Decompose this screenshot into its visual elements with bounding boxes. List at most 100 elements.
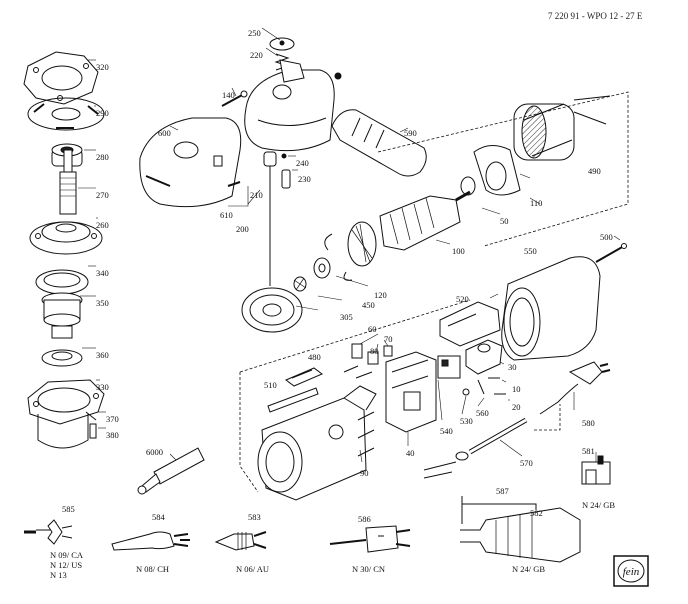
cover-600: [139, 117, 242, 208]
motor-housing-550: [501, 256, 601, 361]
switch-rod-510: [267, 387, 319, 413]
part-label-290: 290: [96, 108, 109, 118]
variant-caption-585: N 13: [50, 570, 67, 580]
handle-590: [331, 109, 427, 177]
leads-wires: [423, 461, 457, 479]
bearing-flange-260: [29, 221, 103, 255]
variant-id-582: 582: [530, 508, 543, 518]
part-label-360: 360: [96, 350, 109, 360]
part-label-110: 110: [530, 198, 542, 208]
screw-370-380: [85, 411, 97, 439]
plug-581-caption: N 24/ GB: [582, 500, 616, 510]
part-label-260: 260: [96, 220, 109, 230]
variant-caption-583: N 06/ AU: [236, 564, 270, 574]
switch-housing-40: [385, 351, 437, 433]
screw-140: [221, 90, 248, 107]
part-label-600: 600: [158, 128, 171, 138]
part-label-550: 550: [524, 246, 537, 256]
part-label-570: 570: [520, 458, 533, 468]
gear-housing: [244, 59, 342, 152]
part-label-520: 520: [456, 294, 469, 304]
part-label-60: 60: [368, 324, 377, 334]
part-label-280: 280: [96, 152, 109, 162]
part-label-610: 610: [220, 210, 233, 220]
stator-490: [513, 95, 611, 161]
variant-id-586: 586: [358, 514, 371, 524]
variant-caption-584: N 08/ CH: [136, 564, 170, 574]
variant-id-587: 587: [496, 486, 509, 496]
svg-text:fein: fein: [623, 566, 640, 578]
screw-500: [595, 243, 627, 263]
part-label-100: 100: [452, 246, 465, 256]
knob-250: [269, 37, 295, 51]
part-label-500: 500: [600, 232, 613, 242]
part-label-220: 220: [250, 50, 263, 60]
variant-caption-585: N 09/ CA: [50, 550, 84, 560]
part-label-30: 30: [508, 362, 517, 372]
part-label-450: 450: [362, 300, 375, 310]
part-label-350: 350: [96, 298, 109, 308]
part-label-90: 90: [360, 468, 369, 478]
part-label-305: 305: [340, 312, 353, 322]
document-code: 7 220 91 - WPO 12 - 27 E: [548, 11, 643, 21]
housing-flange-330: [27, 379, 105, 449]
part-label-50: 50: [500, 216, 509, 226]
switch-slider-480: [285, 367, 323, 387]
switch-assembly-30: [465, 339, 503, 375]
brushes-60-80-70: [343, 343, 393, 379]
part-label-10: 10: [512, 384, 521, 394]
plug-586: [329, 525, 411, 553]
part-label-330: 330: [96, 382, 109, 392]
bushing-210: [263, 151, 277, 286]
part-label-210: 210: [250, 190, 263, 200]
part-label-6000: 6000: [146, 447, 163, 457]
ring-360: [41, 349, 83, 367]
plug-581: [581, 455, 611, 485]
part-label-120: 120: [374, 290, 387, 300]
leader-lines: [78, 27, 621, 463]
part-label-540: 540: [440, 426, 453, 436]
spindle-270: [59, 149, 77, 215]
pin-530-560: [462, 379, 485, 396]
part-label-140: 140: [222, 90, 235, 100]
part-label-40: 40: [406, 448, 415, 458]
part-label-581: 581: [582, 446, 595, 456]
plug-584: [111, 531, 190, 551]
part-label-510: 510: [264, 380, 277, 390]
cable-sleeve-570: [455, 417, 528, 461]
armature-100: [324, 190, 471, 281]
front-housing-90: [257, 385, 377, 501]
variant-id-584: 584: [152, 512, 165, 522]
variant-id-583: 583: [248, 512, 261, 522]
plug-583: [214, 531, 267, 551]
bearing-50: [460, 176, 476, 196]
part-label-240: 240: [296, 158, 309, 168]
part-label-560: 560: [476, 408, 489, 418]
gasket-320: [23, 51, 99, 105]
bearing-plate-290: [27, 97, 105, 131]
ring-340: [35, 269, 89, 295]
part-label-380: 380: [106, 430, 119, 440]
part-label-230: 230: [298, 174, 311, 184]
bevel-gear: [241, 287, 303, 333]
variant-id-585: 585: [62, 504, 75, 514]
part-labels: 3202902802702603403503603303703802502201…: [96, 28, 613, 478]
part-label-250: 250: [248, 28, 261, 38]
part-label-530: 530: [460, 416, 473, 426]
part-label-200: 200: [236, 224, 249, 234]
variant-caption-586: N 30/ CN: [352, 564, 386, 574]
part-label-20: 20: [512, 402, 521, 412]
brush-holder-520: [439, 301, 501, 347]
bearing-120: [313, 257, 331, 279]
pinion-305: [293, 276, 307, 292]
variant-caption-582: N 24/ GB: [512, 564, 546, 574]
fan-guide-110: [473, 145, 521, 196]
brand-logo: fein: [613, 555, 649, 587]
plug-587-582: [460, 496, 581, 563]
pin-240-230: [281, 153, 291, 189]
dashed-frames: [239, 91, 629, 493]
part-label-340: 340: [96, 268, 109, 278]
part-label-590: 590: [404, 128, 417, 138]
part-label-370: 370: [106, 414, 119, 424]
